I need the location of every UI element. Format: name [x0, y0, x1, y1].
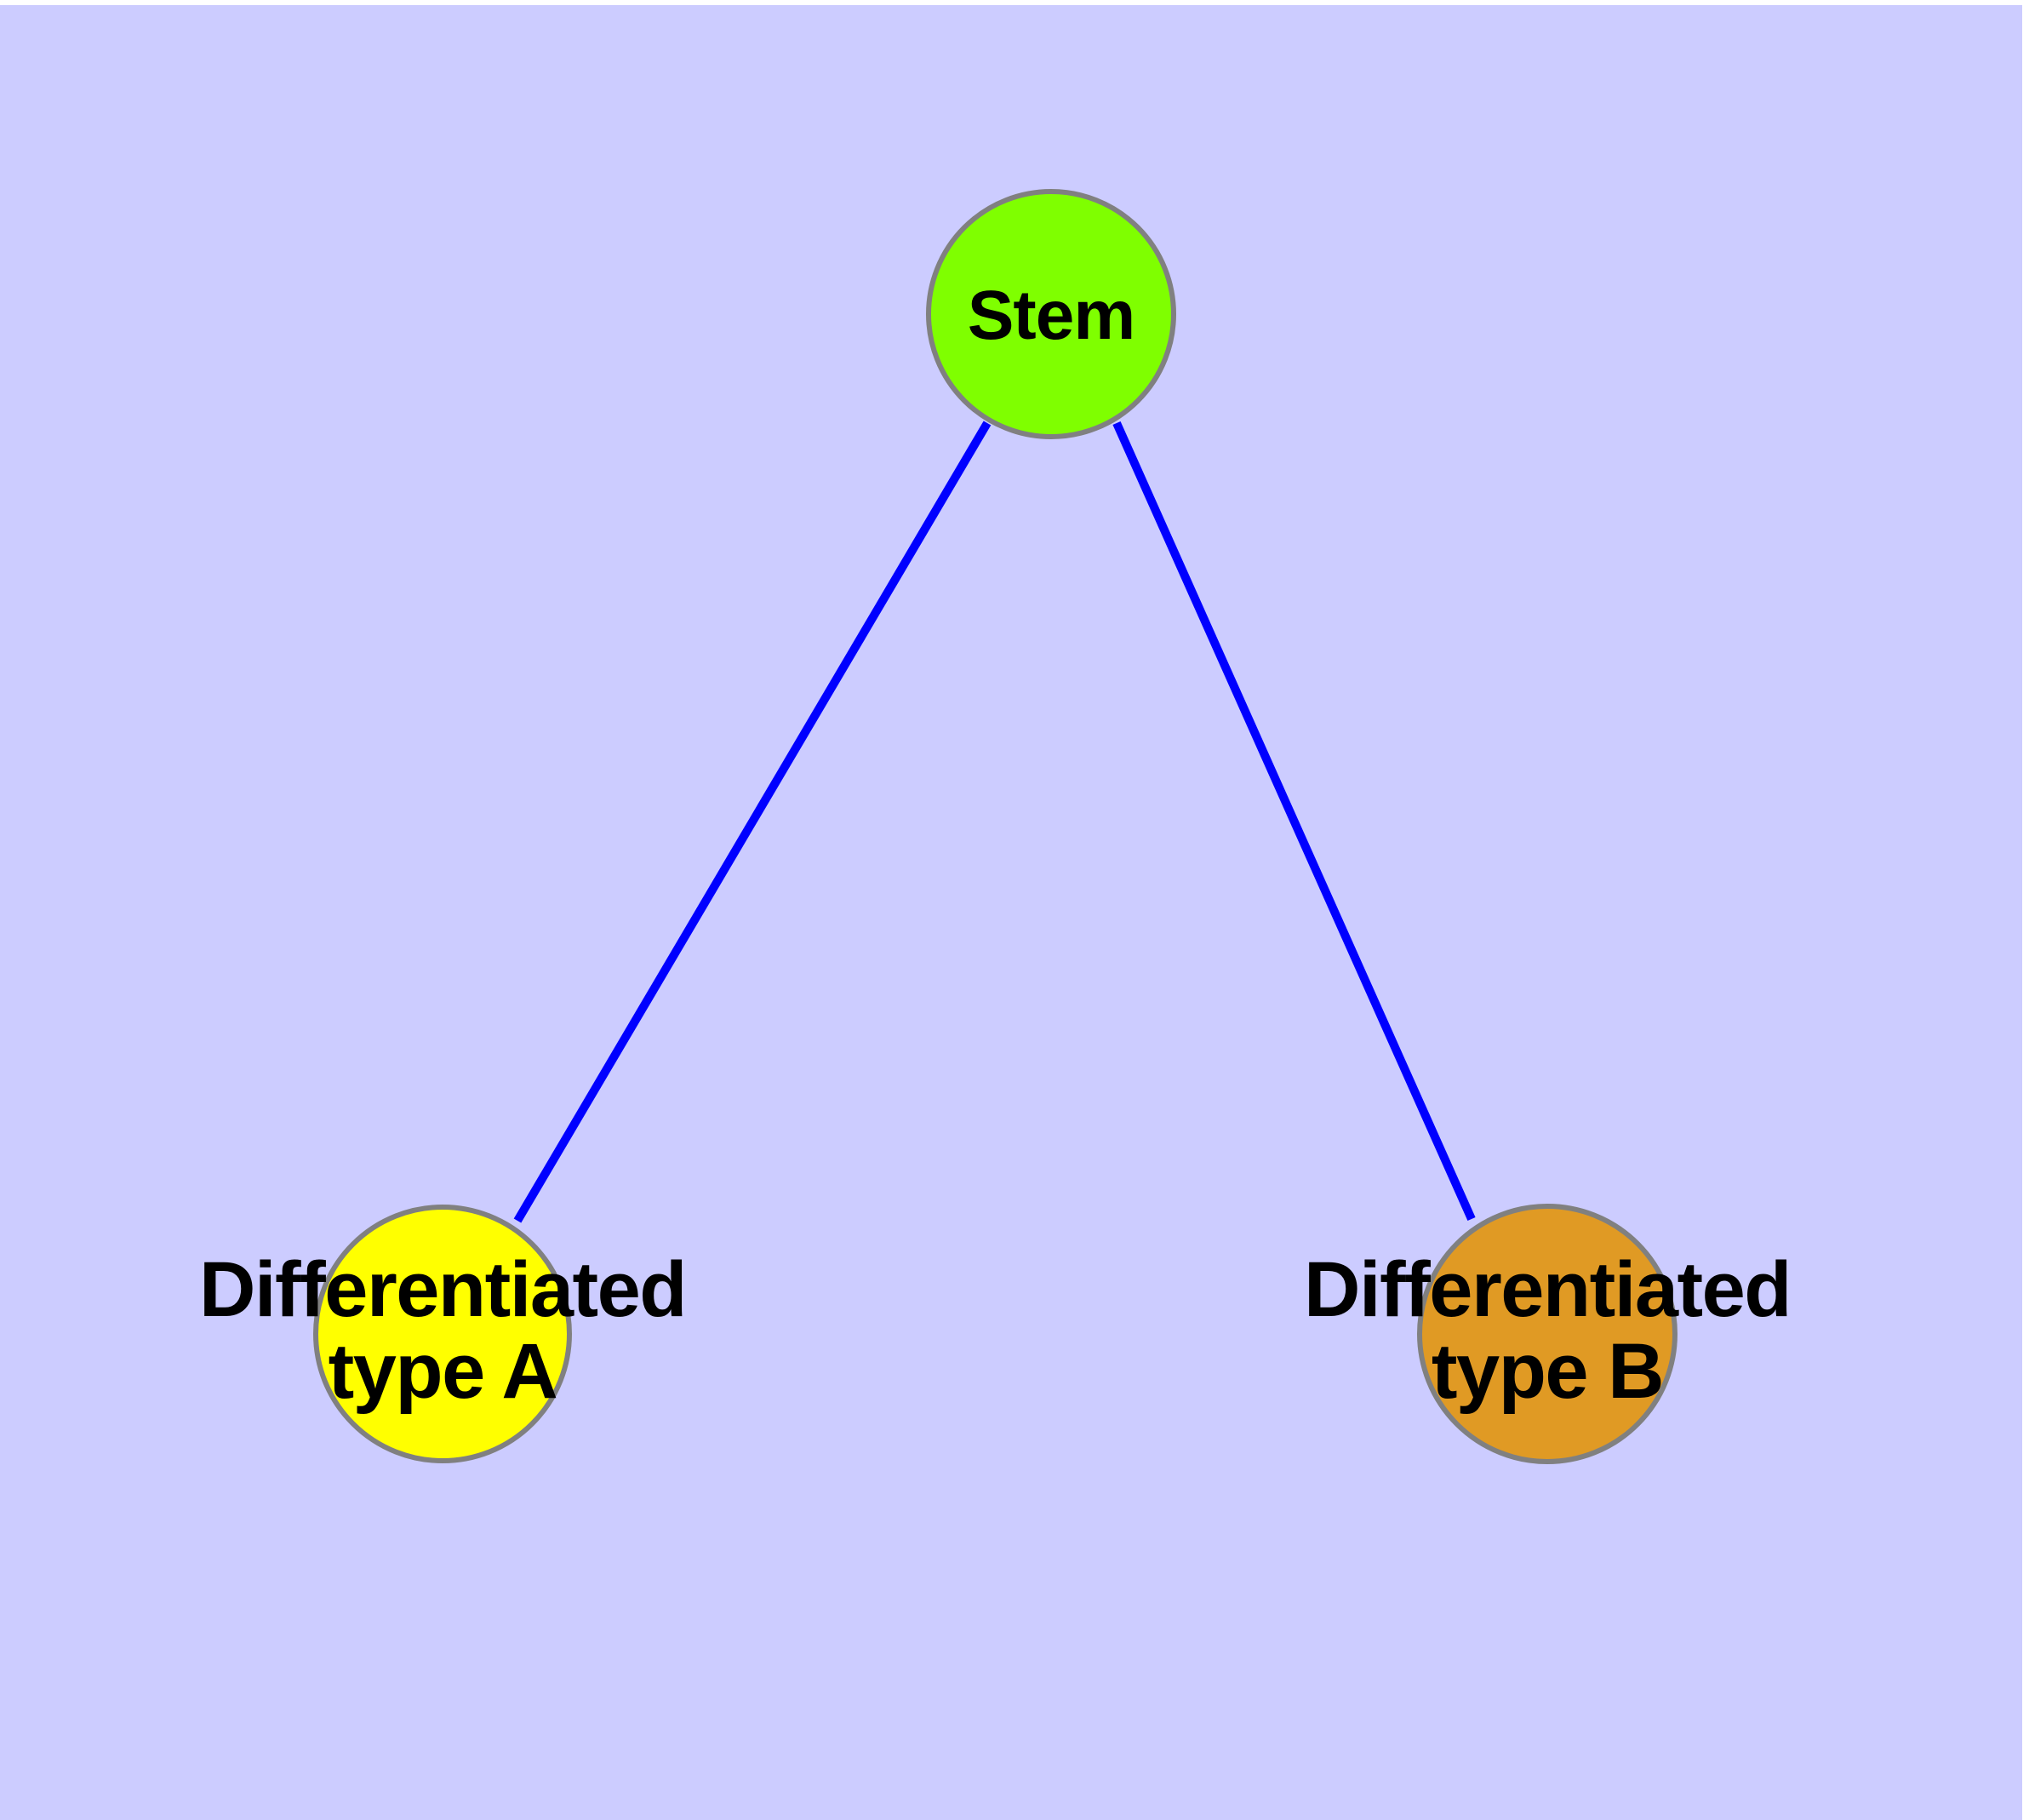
node-circle-diff-b[interactable] — [1417, 1204, 1677, 1464]
edge-stem-to-diff-a[interactable] — [513, 421, 992, 1223]
edge-stem-to-diff-b[interactable] — [1112, 421, 1476, 1222]
node-layer — [313, 189, 1677, 1464]
node-circle-diff-a[interactable] — [313, 1205, 572, 1463]
diagram-plot-area: Stem Differentiated type A Differentiate… — [0, 5, 2022, 1820]
graph-svg — [313, 189, 1677, 1464]
edge-layer — [513, 421, 1476, 1223]
node-circle-stem[interactable] — [926, 189, 1176, 439]
